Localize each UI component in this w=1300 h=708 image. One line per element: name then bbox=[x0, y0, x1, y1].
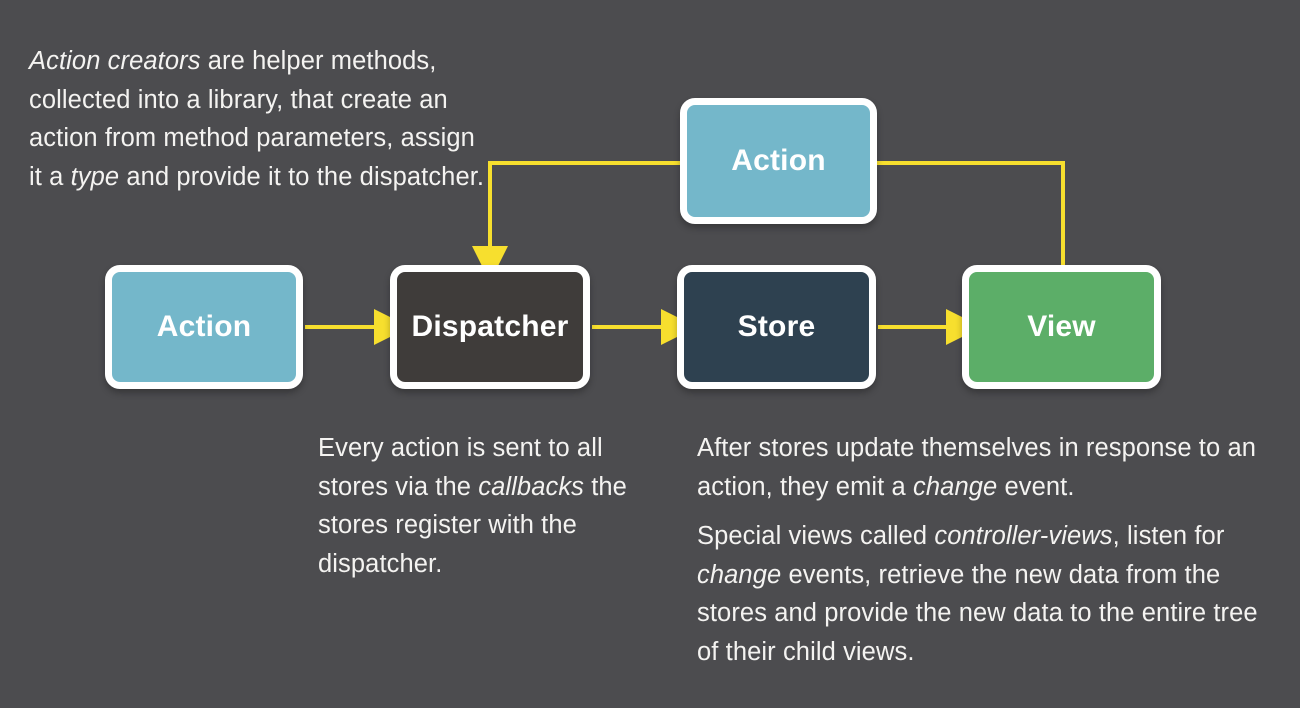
node-dispatcher[interactable]: Dispatcher bbox=[390, 265, 590, 389]
node-label: View bbox=[1027, 310, 1096, 343]
annotation-dispatcher-note: Every action is sent to all stores via t… bbox=[318, 434, 635, 578]
edge-view-to-action-top bbox=[875, 161, 1065, 267]
node-store[interactable]: Store bbox=[677, 265, 876, 389]
node-label: Action bbox=[731, 144, 826, 177]
annotation-controller-views-note: Special views called controller-views, l… bbox=[697, 522, 1265, 666]
annotation-stores-emit-note: After stores update themselves in respon… bbox=[697, 434, 1264, 501]
node-label: Action bbox=[156, 310, 252, 343]
edge-action-top-to-dispatcher bbox=[472, 161, 680, 282]
node-action-left[interactable]: Action bbox=[105, 265, 303, 389]
node-label: Dispatcher bbox=[411, 310, 569, 343]
node-action-top[interactable]: Action bbox=[680, 98, 877, 224]
node-label: Store bbox=[737, 310, 816, 343]
node-view[interactable]: View bbox=[962, 265, 1161, 389]
annotation-action-creators: Action creators are helper methods, coll… bbox=[29, 47, 485, 191]
